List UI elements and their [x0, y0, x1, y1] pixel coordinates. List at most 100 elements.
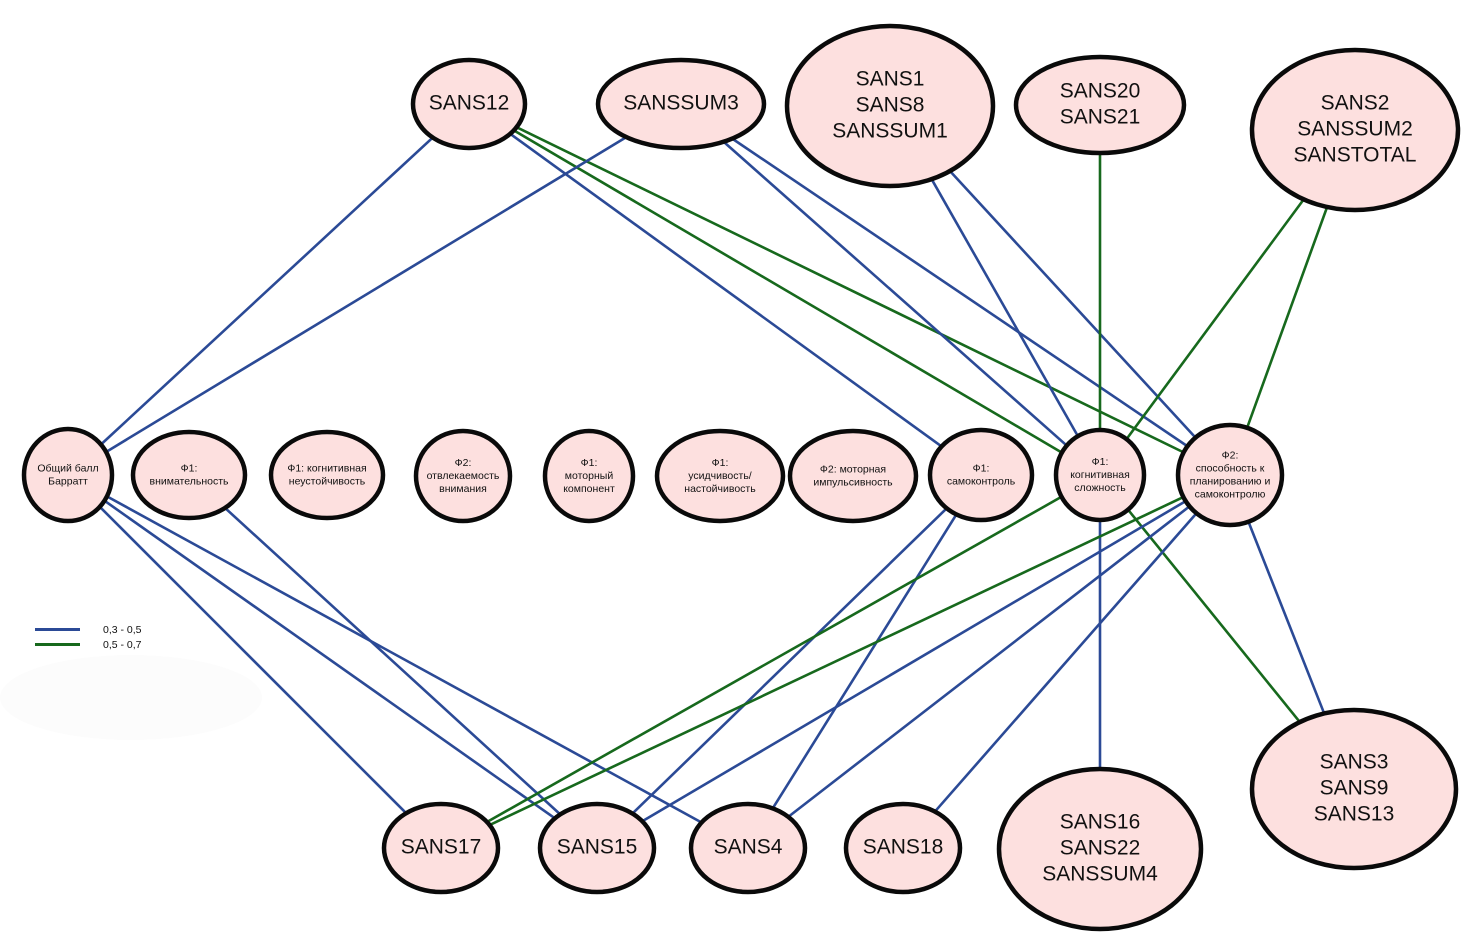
node-label: SANS15 — [557, 836, 638, 859]
node-shape — [413, 428, 513, 524]
node-label: Барратт — [48, 475, 88, 487]
node-shape — [688, 801, 808, 895]
node-label: SANSSUM2 — [1297, 118, 1413, 141]
node-sans17: SANS17 — [381, 801, 501, 895]
node-shape — [1053, 427, 1147, 523]
edge-barratt-sans15 — [103, 499, 556, 820]
legend: 0,3 - 0,5 0,5 - 0,7 — [35, 622, 195, 652]
legend-item-low: 0,3 - 0,5 — [35, 622, 195, 637]
node-sans18: SANS18 — [843, 801, 963, 895]
legend-label-high: 0,5 - 0,7 — [103, 638, 142, 651]
node-label: планированию и — [1190, 475, 1271, 487]
legend-label-low: 0,3 - 0,5 — [103, 623, 142, 636]
node-label: моторный — [565, 470, 614, 482]
edge-sans12-f1_selfcontrol — [509, 132, 943, 448]
edge-barratt-sans4 — [106, 495, 703, 824]
node-sans12: SANS12 — [410, 57, 528, 151]
edge-f1_cog_complex-sans17 — [486, 495, 1063, 824]
node-label: Ф1: — [581, 457, 598, 469]
node-label: Общий балл — [37, 462, 98, 474]
node-shape — [1249, 47, 1461, 213]
node-label: усидчивость/ — [688, 470, 752, 482]
node-label: SANS4 — [714, 836, 783, 859]
node-label: Ф2: — [455, 457, 472, 469]
background-smudge — [0, 655, 262, 740]
node-shape — [268, 429, 386, 521]
edges-layer — [98, 126, 1329, 827]
node-shape — [996, 766, 1204, 932]
edge-f2_planning-sans3 — [1247, 521, 1326, 714]
node-label: Ф1: — [973, 462, 990, 474]
node-label: SANSSUM4 — [1042, 863, 1158, 886]
node-shape — [410, 57, 528, 151]
node-label: когнитивная — [1070, 469, 1130, 481]
node-label: Ф1: когнитивная — [287, 462, 366, 474]
node-shape — [784, 23, 996, 189]
node-f1_selfcontrol: Ф1:самоконтроль — [927, 427, 1035, 523]
edge-f2_planning-sans4 — [787, 505, 1191, 818]
node-label: SANS3 — [1320, 751, 1389, 774]
node-label: SANS18 — [863, 836, 944, 859]
node-label: SANS16 — [1060, 811, 1141, 834]
edge-sans1-f1_cog_complex — [930, 178, 1079, 437]
node-label: Ф1: — [712, 457, 729, 469]
edge-f1_selfcontrol-sans15 — [631, 507, 948, 815]
node-sans4: SANS4 — [688, 801, 808, 895]
edge-f1_attention-sans15 — [224, 506, 562, 816]
node-label: SANS20 — [1060, 80, 1141, 103]
edge-f2_planning-sans15 — [641, 500, 1187, 823]
node-label: импульсивность — [813, 476, 893, 488]
node-f1_attention: Ф1:внимательность — [130, 429, 248, 521]
node-label: самоконтролю — [1195, 488, 1266, 500]
node-label: самоконтроль — [947, 475, 1016, 487]
edge-sans12-barratt — [100, 136, 434, 446]
node-label: SANS22 — [1060, 837, 1141, 860]
node-label: SANS17 — [401, 836, 482, 859]
node-shape — [21, 426, 115, 524]
node-label: внимания — [439, 483, 487, 495]
node-label: SANS21 — [1060, 106, 1141, 129]
node-shape — [654, 428, 786, 524]
legend-item-high: 0,5 - 0,7 — [35, 637, 195, 652]
node-label: SANS12 — [429, 92, 510, 115]
node-label: SANS9 — [1320, 777, 1389, 800]
edge-f1_cog_complex-sans3 — [1127, 508, 1301, 723]
node-shape — [595, 57, 767, 151]
legend-swatch-high — [35, 643, 80, 646]
node-shape — [787, 428, 919, 524]
edge-sanssum3-f1_cog_complex — [722, 140, 1068, 447]
node-shape — [843, 801, 963, 895]
node-sans15: SANS15 — [537, 801, 657, 895]
node-shape — [1249, 707, 1459, 871]
node-label: компонент — [563, 483, 615, 495]
node-shape — [927, 427, 1035, 523]
node-label: SANS1 — [856, 68, 925, 91]
node-label: внимательность — [149, 475, 229, 487]
node-shape — [130, 429, 248, 521]
node-label: SANSTOTAL — [1294, 144, 1417, 167]
edge-sans1-f2_planning — [948, 170, 1197, 439]
node-f1_persist: Ф1:усидчивость/настойчивость — [654, 428, 786, 524]
edge-barratt-sans17 — [98, 505, 408, 815]
node-shape — [1175, 422, 1285, 528]
node-label: SANS2 — [1321, 92, 1390, 115]
edge-sanssum3-barratt — [105, 135, 627, 454]
node-label: Ф2: моторная — [820, 463, 886, 475]
node-label: настойчивость — [684, 483, 756, 495]
edge-sans2-f1_cog_complex — [1125, 198, 1305, 440]
edge-sans2-f2_planning — [1245, 206, 1329, 429]
node-label: SANSSUM3 — [623, 92, 739, 115]
edge-sans12-f1_cog_complex — [513, 129, 1063, 454]
edge-sanssum3-f2_planning — [731, 137, 1189, 448]
node-label: неустойчивость — [289, 475, 366, 487]
edge-sans12-f2_planning — [516, 126, 1185, 454]
node-label: Ф1: — [1092, 456, 1109, 468]
